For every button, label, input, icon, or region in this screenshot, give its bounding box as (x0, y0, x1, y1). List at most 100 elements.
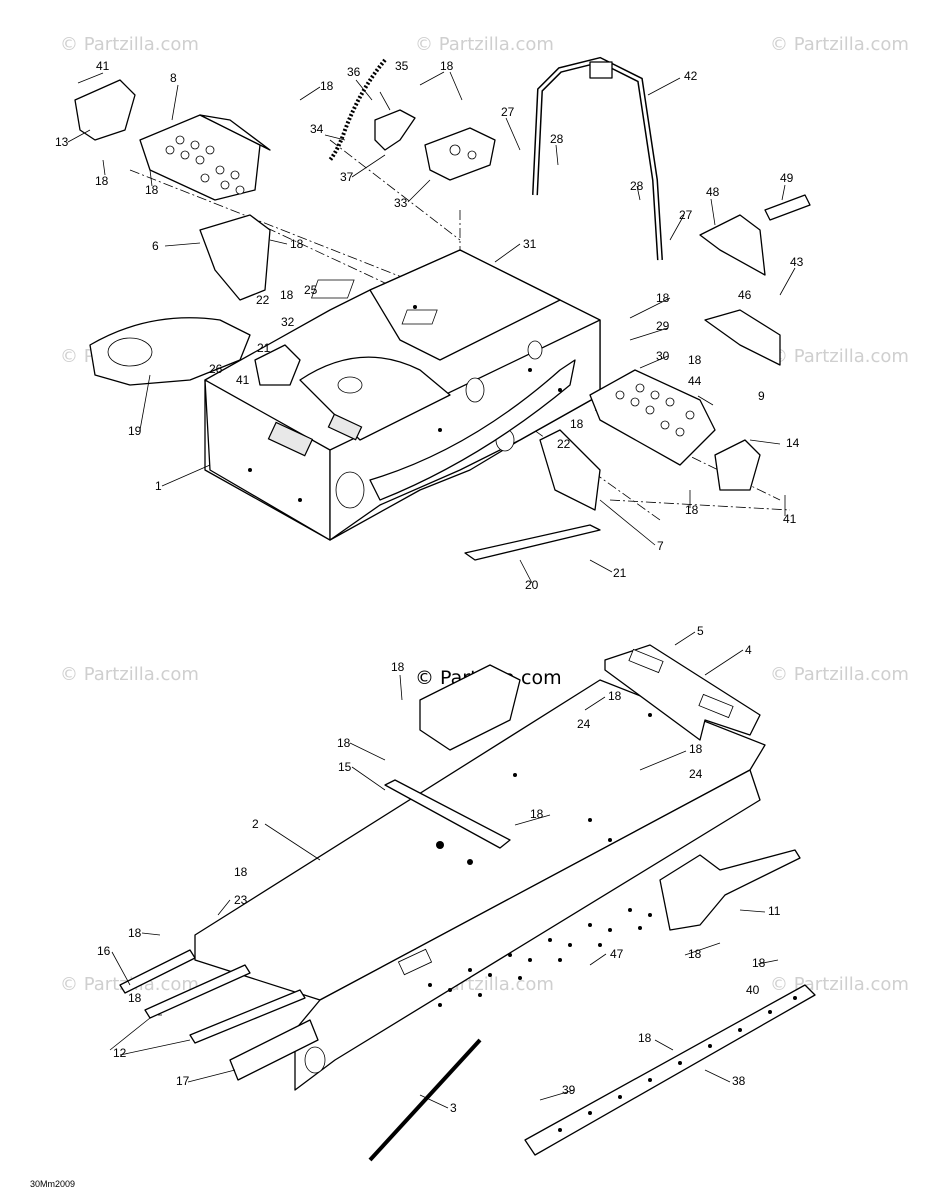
callout-label: 24 (689, 767, 703, 781)
callout-label: 27 (501, 105, 515, 119)
callout-label: 18 (685, 503, 699, 517)
callout-label: 22 (256, 293, 270, 307)
callout-label: 18 (391, 660, 405, 674)
callout-label: 47 (610, 947, 624, 961)
bracket-part-6 (199, 214, 271, 301)
callout-label: 29 (656, 319, 670, 333)
callout-label: 26 (209, 362, 223, 376)
cover-part-48 (699, 214, 766, 276)
bracket-part-7 (539, 429, 601, 511)
bracket-part-49 (764, 194, 811, 221)
callout-label: 18 (752, 956, 766, 970)
watermark: © Partzilla.com (770, 664, 909, 685)
callout-label: 16 (97, 944, 111, 958)
callout-label: 8 (170, 71, 177, 85)
callout-label: 18 (95, 174, 109, 188)
bracket-part-13 (74, 79, 136, 141)
callout-label: 9 (758, 389, 765, 403)
callout-label: 13 (55, 135, 69, 149)
callout-label: 34 (310, 122, 324, 136)
bracket-part-32 (254, 344, 301, 386)
callout-label: 20 (525, 578, 539, 592)
callout-label: 18 (688, 947, 702, 961)
callout-label: 15 (338, 760, 352, 774)
bottom-callouts: 5 4 18 18 24 18 15 18 24 18 2 18 23 18 1… (97, 624, 781, 1115)
callout-label: 17 (176, 1074, 190, 1088)
callout-label: 49 (780, 171, 794, 185)
callout-label: 7 (657, 539, 664, 553)
callout-label: 18 (128, 926, 142, 940)
callout-label: 18 (570, 417, 584, 431)
footrest-part-8 (139, 114, 271, 201)
callout-label: 18 (145, 183, 159, 197)
bracket-part-37 (374, 109, 416, 151)
callout-label: 4 (745, 643, 752, 657)
callout-label: 22 (557, 437, 571, 451)
callout-label: 21 (257, 341, 271, 355)
callout-label: 6 (152, 239, 159, 253)
bracket-part-46 (704, 309, 781, 366)
callout-label: 33 (394, 196, 408, 210)
callout-label: 40 (746, 983, 760, 997)
callout-label: 18 (128, 991, 142, 1005)
callout-label: 32 (281, 315, 295, 329)
callout-label: 18 (688, 353, 702, 367)
callout-label: 14 (786, 436, 800, 450)
callout-label: 18 (656, 291, 670, 305)
runner-bar-part-38 (524, 984, 816, 1156)
tunnel-perforations (428, 908, 652, 1007)
watermark: © Partzilla.com (770, 346, 909, 367)
callout-label: 41 (96, 59, 110, 73)
watermark: © Partzilla.com (415, 34, 554, 55)
rod-part-3 (368, 1038, 482, 1162)
callout-label: 3 (450, 1101, 457, 1115)
reinforcement-plate-part-4 (604, 644, 761, 741)
callout-label: 43 (790, 255, 804, 269)
front-frame-assembly (74, 56, 811, 561)
callout-label: 11 (768, 904, 781, 918)
bracket-part-14 (714, 439, 761, 491)
callout-label: 41 (783, 512, 797, 526)
watermark: © Partzilla.com (60, 664, 199, 685)
callout-label: 19 (128, 424, 142, 438)
bracket-part-11 (659, 849, 801, 931)
callout-label: 38 (732, 1074, 746, 1088)
callout-label: 18 (440, 59, 454, 73)
callout-label: 12 (113, 1046, 127, 1060)
leader-lines-top (67, 71, 796, 584)
callout-label: 1 (155, 479, 162, 493)
watermark: © Partzilla.com (770, 34, 909, 55)
tunnel-assembly (119, 644, 816, 1162)
leader-lines-bottom (109, 631, 779, 1109)
callout-label: 28 (630, 179, 644, 193)
callout-label: 25 (304, 283, 318, 297)
rail-part-12b (189, 989, 306, 1044)
rail-part-15 (384, 779, 511, 849)
rail-part-17 (229, 1019, 319, 1081)
callout-label: 31 (523, 237, 537, 251)
callout-label: 5 (697, 624, 704, 638)
callout-label: 18 (290, 237, 304, 251)
callout-label: 18 (234, 865, 248, 879)
watermark: © Partzilla.com (60, 34, 199, 55)
callout-label: 18 (337, 736, 351, 750)
rail-part-20 (464, 524, 601, 561)
callout-label: 18 (320, 79, 334, 93)
callout-label: 23 (234, 893, 248, 907)
callout-label: 46 (738, 288, 752, 302)
callout-label: 2 (252, 817, 259, 831)
footrest-part-9 (589, 369, 716, 466)
callout-label: 39 (562, 1083, 576, 1097)
watermark: © Partzilla.com (770, 974, 909, 995)
callout-label: 35 (395, 59, 409, 73)
callout-label: 18 (280, 288, 294, 302)
support-part-33 (424, 127, 496, 181)
runner-bar-holes (558, 996, 797, 1132)
rail-part-12 (144, 964, 251, 1019)
cover-plate-part-19 (89, 317, 251, 386)
callout-label: 18 (689, 742, 703, 756)
callout-label: 18 (638, 1031, 652, 1045)
callout-label: 48 (706, 185, 720, 199)
callout-label: 41 (236, 373, 250, 387)
